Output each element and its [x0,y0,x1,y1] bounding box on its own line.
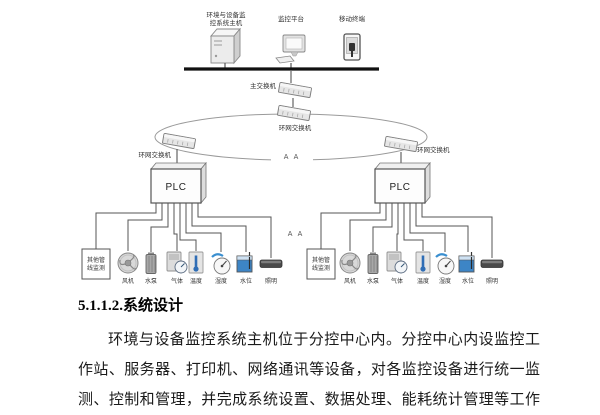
plc-right-label: PLC [390,182,411,193]
other-pipeline-label-line2: 线监测 [312,264,330,272]
server-tower-icon [210,27,241,65]
ring-switch-left-label: 环网交换机 [139,150,172,159]
water-level-sensor-icon [458,251,475,273]
plc-right: PLC [374,161,431,205]
device-label: 水位 [462,277,474,285]
mobile-label: 移动终端 [339,14,366,23]
temperature-sensor-icon [414,250,432,275]
device-group-left: 其他管 线监测 风机 水泵 气体 温度 湿度 水位 照明 [81,248,283,285]
device-label: 水泵 [367,277,379,285]
ring-break-gap [271,151,313,164]
device-label: 气体 [171,277,183,285]
device-label: 照明 [265,278,277,285]
other-pipeline-label-line1: 其他管 [87,256,105,264]
other-pipeline-box [306,248,336,280]
ring-switch-top-icon [276,104,312,122]
device-label: 风机 [344,277,356,285]
water-level-sensor-icon [236,251,253,273]
fan-icon [117,252,139,274]
host-label-line1: 环境与设备监 [207,10,247,19]
fan-icon [339,252,361,274]
document-page: { "diagram": { "host_label_line1": "环境与设… [78,10,540,408]
device-label: 温度 [417,277,429,285]
device-label: 温度 [190,277,202,285]
lighting-icon [259,259,283,268]
ring-switch-top-label: 环网交换机 [279,123,312,132]
platform-label: 监控平台 [278,14,304,23]
device-label: 水泵 [145,277,157,285]
plc-right-branch-lines [320,203,493,258]
network-topology-diagram: 环境与设备监 控系统主机 监控平台 移动终端 主交换机 A A 环网交换机 环网… [81,10,504,285]
temperature-sensor-icon [187,250,205,275]
lighting-icon [480,259,504,268]
device-label: 水位 [240,277,252,285]
device-group-right: 其他管 线监测 风机 水泵 气体 温度 湿度 水位 照明 [306,248,504,285]
host-label-line2: 控系统主机 [210,18,243,27]
device-label: 湿度 [439,277,451,285]
monitor-icon [275,34,306,64]
ring-break-mark: A A [284,154,301,161]
plc-left-branch-lines [95,203,272,258]
water-pump-icon [145,252,157,274]
other-pipeline-label-line1: 其他管 [312,256,330,264]
main-switch-label: 主交换机 [250,81,277,90]
plc-left: PLC [150,161,207,205]
ring-switch-right-label: 环网交换机 [417,145,450,154]
other-pipeline-box [81,248,111,280]
document-body: 5.1.1.2.系统设计 环境与设备监控系统主机位于分控中心内。分控中心内设监控… [78,294,540,415]
gas-sensor-icon [386,251,408,274]
branch-break-mark: A A [288,231,305,238]
main-switch-icon [277,81,313,99]
paragraph-line: 作站、服务器、打印机、网络通讯等设备，对各监控设备进行统一监 [78,362,540,378]
section-heading: 5.1.1.2.系统设计 [78,298,184,314]
device-label: 照明 [486,278,498,285]
paragraph-line: 测、控制和管理，并完成系统设置、数据处理、能耗统计管理等工作 [78,392,540,408]
device-label: 湿度 [215,277,227,285]
other-pipeline-label-line2: 线监测 [87,264,105,272]
plc-left-label: PLC [166,182,187,193]
humidity-sensor-icon [434,253,456,276]
ring-switch-right-icon [383,135,419,153]
device-label: 气体 [391,277,403,285]
mobile-phone-icon [343,33,361,61]
water-pump-icon [367,252,379,274]
device-label: 风机 [122,277,134,285]
humidity-sensor-icon [210,253,232,276]
paragraph-line: 环境与设备监控系统主机位于分控中心内。分控中心内设监控工 [108,332,540,348]
gas-sensor-icon [166,251,188,274]
